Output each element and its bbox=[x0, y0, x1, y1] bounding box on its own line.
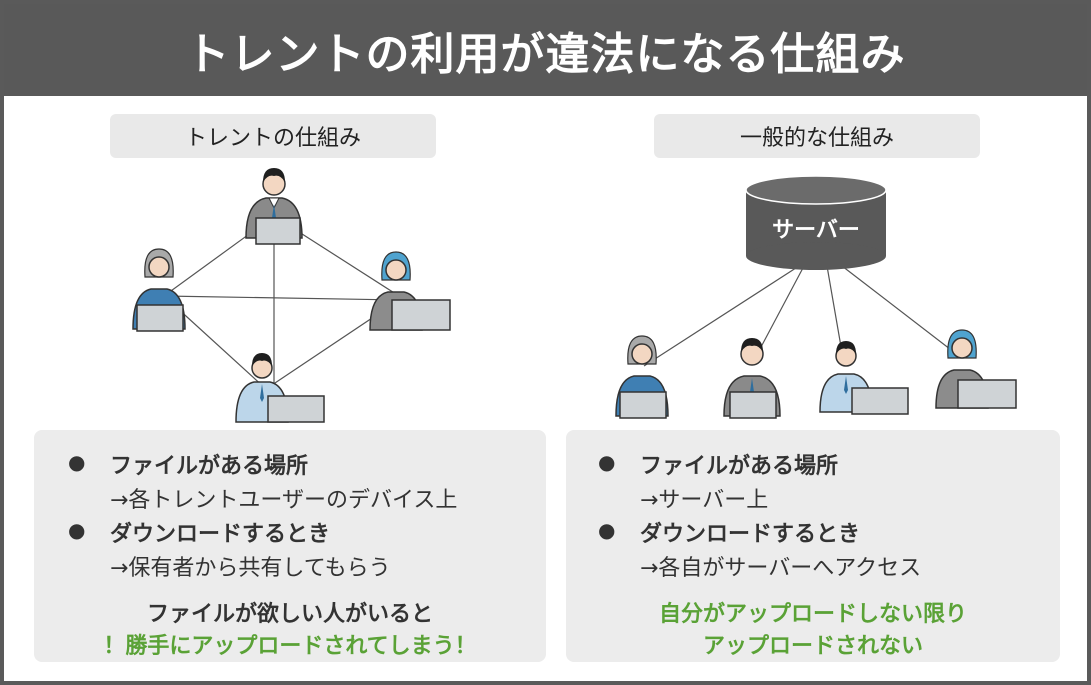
server-user-3-icon bbox=[820, 341, 908, 414]
bullet-dot: ● bbox=[598, 450, 615, 474]
bullet-sub: →各自がサーバーへアクセス bbox=[640, 550, 921, 582]
torrent-user-bottom-icon bbox=[236, 353, 324, 422]
bullet-sub: →保有者から共有してもらう bbox=[110, 550, 391, 582]
server-line bbox=[842, 266, 959, 356]
torrent-panel: ● ファイルがある場所 →各トレントユーザーのデバイス上 ● ダウンロードすると… bbox=[34, 430, 546, 662]
torrent-user-right-icon bbox=[370, 252, 450, 330]
bullet-head: ファイルがある場所 bbox=[640, 448, 838, 480]
server-user-1-icon bbox=[616, 336, 668, 418]
bullet-dot: ● bbox=[598, 518, 615, 542]
mesh-line bbox=[164, 296, 399, 300]
server-user-4-icon bbox=[936, 330, 1016, 408]
server-label: サーバー bbox=[746, 212, 886, 244]
torrent-user-top-icon bbox=[246, 168, 302, 244]
bullet-dot: ● bbox=[68, 450, 85, 474]
server-line bbox=[644, 266, 799, 366]
conclusion-line-2: ！勝手にアップロードされてしまう！ bbox=[34, 628, 546, 660]
conclusion-line-1: 自分がアップロードしない限り bbox=[566, 596, 1060, 628]
bullet-head: ダウンロードするとき bbox=[110, 516, 330, 548]
conclusion-line-2: アップロードされない bbox=[566, 628, 1060, 660]
torrent-user-left-icon bbox=[133, 249, 185, 331]
bullet-sub: →サーバー上 bbox=[640, 482, 768, 514]
bullet-sub: →各トレントユーザーのデバイス上 bbox=[110, 482, 457, 514]
general-panel: ● ファイルがある場所 →サーバー上 ● ダウンロードするとき →各自がサーバー… bbox=[566, 430, 1060, 662]
conclusion-line-1: ファイルが欲しい人がいると bbox=[34, 596, 546, 628]
bullet-dot: ● bbox=[68, 518, 85, 542]
server-user-2-icon bbox=[724, 338, 780, 418]
bullet-head: ファイルがある場所 bbox=[110, 448, 308, 480]
server-lines bbox=[644, 266, 959, 366]
bullet-head: ダウンロードするとき bbox=[640, 516, 860, 548]
